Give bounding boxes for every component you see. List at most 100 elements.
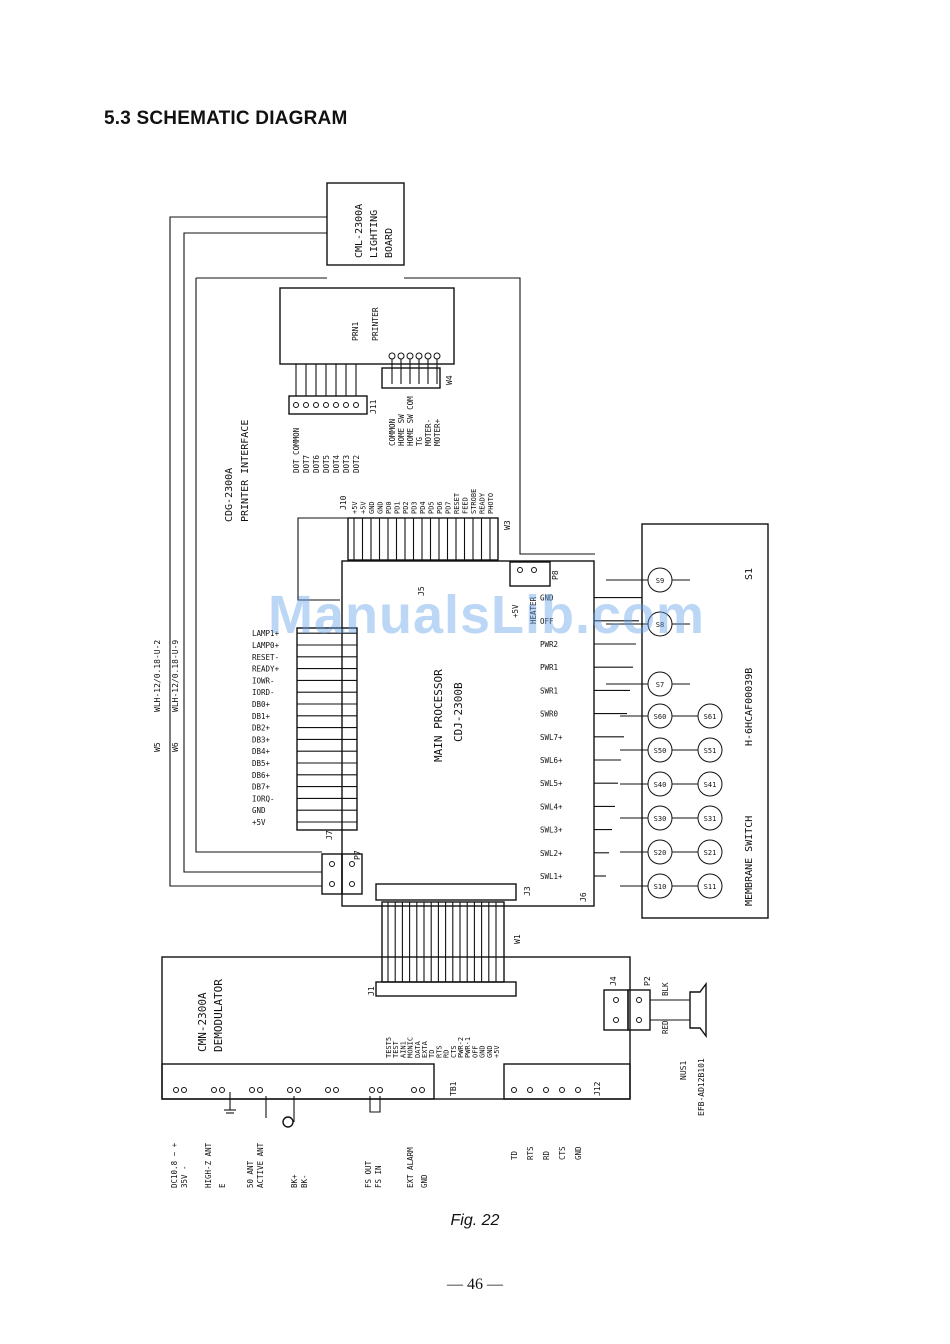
j10-pin-label: GND [368, 501, 376, 514]
w4-pin-label: HOME SW [397, 414, 406, 446]
j6-pin-label: SWL3+ [540, 826, 563, 835]
j1-pin-label: +5V [493, 1045, 501, 1058]
j6-pin-label: OFF [540, 617, 554, 626]
j1-pin-label: TD [428, 1050, 436, 1058]
j12-pin-label: GND [574, 1146, 583, 1160]
j7-pin-label: IORD- [252, 688, 275, 697]
watermark-text: ManualsLib.com [268, 585, 706, 645]
tb1-label: FS IN [374, 1165, 383, 1188]
terminal-pin [377, 1087, 383, 1093]
j7-pin-label: DB7+ [252, 783, 271, 792]
j1-pin-label: AIN1 [399, 1041, 407, 1058]
demodulator-label: CMN-2300A [196, 992, 209, 1052]
j7-pin-label: DB1+ [252, 712, 271, 721]
terminal-pin [287, 1087, 293, 1093]
pin [353, 402, 359, 408]
terminal-pin [173, 1087, 179, 1093]
connector-p2 [627, 989, 651, 1031]
j10-pin-label: +5V [360, 501, 368, 514]
figure-caption: Fig. 22 [450, 1212, 500, 1229]
j12-pin-label: RD [542, 1150, 551, 1160]
j1-pin-label: GND [486, 1045, 494, 1058]
pin [433, 352, 441, 360]
terminal-pin [325, 1087, 331, 1093]
j7-pin-label: DB6+ [252, 771, 271, 780]
pin [424, 352, 432, 360]
lighting-board [326, 182, 405, 266]
connector-label: J10 [339, 495, 348, 510]
j10-pin-label: PD7 [445, 501, 453, 514]
page-title: 5.3 SCHEMATIC DIAGRAM [104, 108, 348, 129]
pin [293, 402, 299, 408]
cable-w6 [183, 232, 327, 873]
fs-loop [369, 1096, 381, 1113]
switch-key-label: S30 [654, 815, 667, 823]
printer-interface-outline [195, 278, 322, 853]
j1-pin-label: PWR-2 [457, 1037, 465, 1058]
buzzer-wire-label: RED [661, 1020, 670, 1034]
switch-key-label: S50 [654, 747, 667, 755]
pin [613, 1017, 619, 1023]
j1-pin-label: TEST5 [385, 1037, 393, 1058]
j10-pin-label: PD0 [385, 501, 393, 514]
j12-pin-label: RTS [526, 1146, 535, 1160]
pin [333, 402, 339, 408]
j7-pin-label: RESET- [252, 653, 279, 662]
connector-label: P8 [551, 570, 560, 580]
connector-j1 [375, 981, 517, 997]
j1-pin-label: EXTA [421, 1040, 429, 1058]
j6-pin-label: PWR1 [540, 663, 558, 672]
connector-label: TB1 [449, 1081, 458, 1096]
j10-pin-label: PD4 [419, 501, 427, 514]
j1-pin-label: TEST [392, 1040, 400, 1058]
switch-key-label: S61 [704, 713, 717, 721]
cable-label: W6 [171, 742, 180, 752]
terminal-pin [369, 1087, 375, 1093]
j11-pin-label: DOT COMMON [292, 428, 301, 473]
cable-spec: WLH-12/0.18-U-9 [171, 640, 180, 712]
connector-label: J4 [609, 976, 618, 986]
j12-pin-label: CTS [558, 1146, 567, 1160]
connector-w4 [381, 367, 441, 389]
connector-label: P7 [353, 850, 362, 860]
j1-pin-label: RTS [435, 1045, 443, 1058]
j10-pin-label: PD5 [428, 501, 436, 514]
terminal-pin [295, 1087, 301, 1093]
j11-pin-label: DOT5 [322, 455, 331, 473]
terminal-pin [511, 1087, 517, 1093]
tb1-label: 35V - [180, 1165, 189, 1188]
cable-w3 [347, 517, 499, 561]
main-processor-label: MAIN PROCESSOR [432, 669, 445, 762]
switch-key-label: S9 [656, 577, 664, 585]
connector-label: J11 [369, 399, 378, 414]
j1-pin-label: RD [443, 1050, 451, 1058]
j6-pin-label: SWR1 [540, 686, 558, 695]
j7-pin-label: READY+ [252, 665, 280, 674]
connector-p7 [341, 853, 363, 895]
terminal-pin [181, 1087, 187, 1093]
pin [613, 997, 619, 1003]
switch-key-label: S31 [704, 815, 717, 823]
switch-label: H-6HCAF00039B [744, 668, 755, 746]
pin [531, 567, 537, 573]
pin [388, 352, 396, 360]
pin [349, 861, 355, 867]
switch-key-label: S8 [656, 621, 664, 629]
terminal-pin [211, 1087, 217, 1093]
printer-label: PRN1 [351, 322, 360, 341]
connector-label: J6 [579, 892, 588, 902]
pin [415, 352, 423, 360]
j7-pin-label: LAMP1+ [252, 629, 280, 638]
buzzer-label: EFB-AD12B101 [697, 1058, 706, 1116]
lighting-board-label: CML-2300A [354, 204, 365, 258]
j11-pin-label: DOT6 [312, 454, 321, 473]
antenna-symbol [282, 1116, 294, 1128]
p8-pin-label: HEATER [529, 596, 538, 624]
j10-pin-label: READY [479, 492, 487, 514]
terminal-pin [543, 1087, 549, 1093]
j7-pin-label: IORQ- [252, 794, 275, 803]
terminal-pin [559, 1087, 565, 1093]
j6-pin-label: SWL1+ [540, 872, 563, 881]
j6-pin-label: SWL4+ [540, 802, 563, 811]
j7-pin-label: DB0+ [252, 700, 271, 709]
